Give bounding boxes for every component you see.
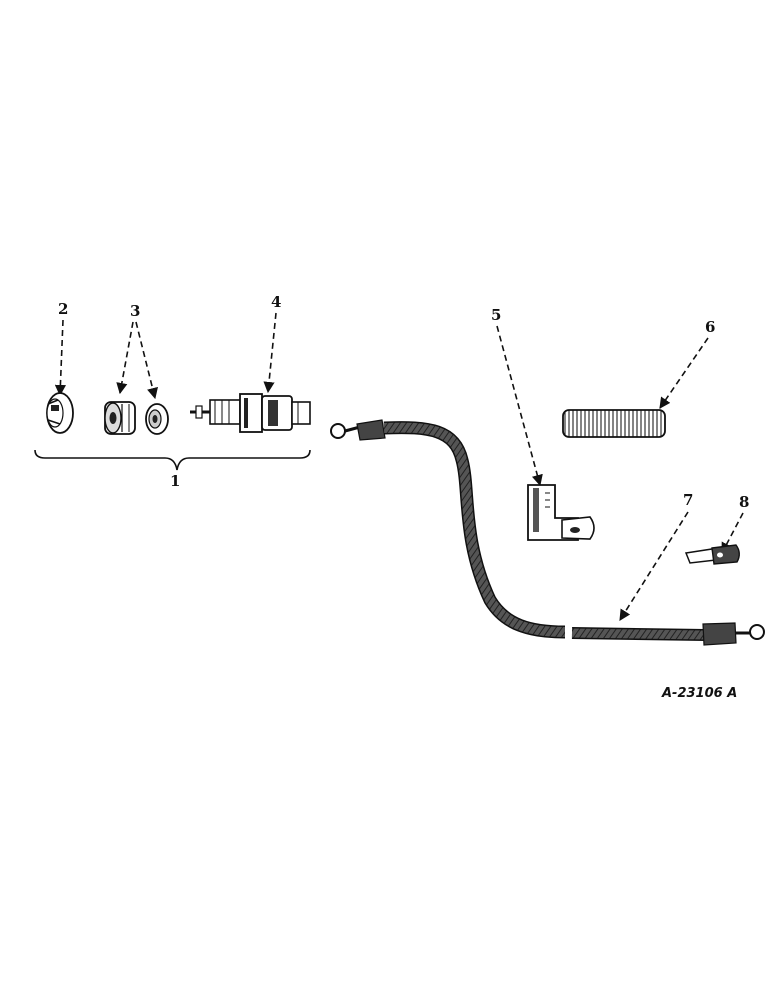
callout-5: 5 [491, 306, 501, 324]
part-3-lock-washer [145, 403, 169, 435]
leader-line-2 [54, 319, 66, 397]
leader-line-7 [619, 511, 689, 621]
callout-7: 7 [683, 491, 693, 509]
ground-strap-cable [330, 419, 765, 646]
leader-line-8 [721, 512, 744, 554]
leader-line-4 [263, 312, 277, 394]
callout-3: 3 [130, 302, 140, 320]
part-4-switch [190, 393, 311, 433]
callout-4: 4 [271, 293, 281, 311]
part-3-hex-nut [104, 401, 136, 435]
part-8-terminal-clip [684, 544, 740, 565]
drawing-reference-number: A-23106 A [661, 686, 737, 701]
leader-line-3b [135, 321, 158, 400]
callout-6: 6 [705, 318, 715, 336]
leader-line-6 [659, 337, 709, 409]
assembly-bracket [34, 449, 311, 471]
callout-8: 8 [739, 493, 749, 511]
leader-line-3a [116, 321, 134, 395]
callout-2: 2 [58, 300, 68, 318]
part-6-sleeve [562, 409, 666, 438]
part-2-knob [46, 392, 74, 434]
callout-1: 1 [170, 472, 180, 490]
part-5-angle-terminal [527, 484, 595, 541]
leader-line-5 [496, 325, 543, 487]
